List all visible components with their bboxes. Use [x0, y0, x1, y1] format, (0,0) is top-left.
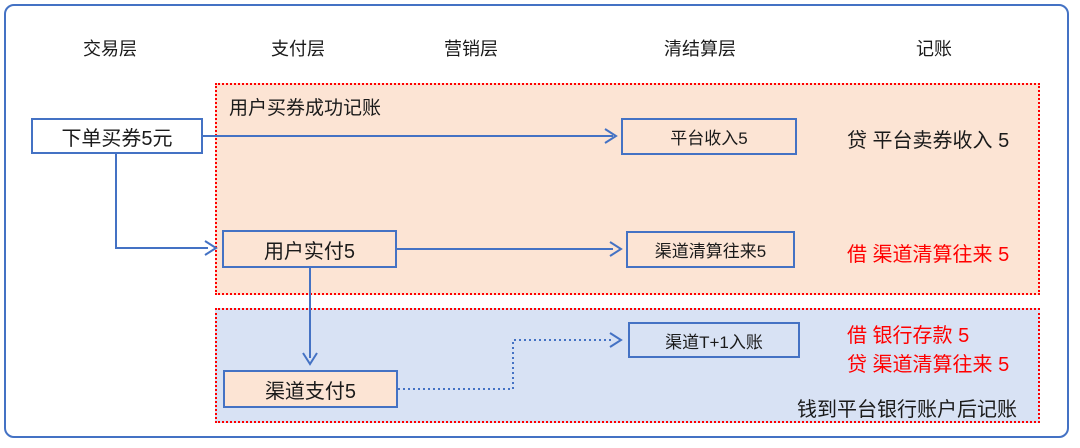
entry-debit-channel-clearing: 借 渠道清算往来 5: [847, 244, 1010, 266]
node-channel-pay: 渠道支付5: [223, 370, 398, 408]
node-platform-income-label: 平台收入5: [670, 129, 748, 148]
settlement-region-label: 钱到平台银行账户后记账: [797, 399, 1017, 421]
node-order: 下单买券5元: [31, 118, 203, 154]
entry-debit-bank-deposit: 借 银行存款 5: [847, 325, 970, 347]
entry-credit-platform-income: 贷 平台卖券收入 5: [847, 130, 1010, 152]
node-channel-clearing-label: 渠道清算往来5: [654, 242, 767, 261]
node-channel-pay-label: 渠道支付5: [264, 380, 357, 403]
node-channel-clearing: 渠道清算往来5: [626, 231, 795, 268]
lane-header-clearing-settlement: 清结算层: [664, 39, 736, 59]
entry-credit-channel-clearing: 贷 渠道清算往来 5: [847, 354, 1010, 376]
node-channel-t1-label: 渠道T+1入账: [665, 332, 763, 352]
node-platform-income: 平台收入5: [621, 118, 797, 155]
node-user-paid-label: 用户实付5: [263, 240, 356, 263]
purchase-region-label: 用户买券成功记账: [229, 98, 382, 119]
lane-header-payment: 支付层: [271, 39, 325, 59]
node-channel-t1: 渠道T+1入账: [628, 322, 800, 358]
outer-frame: [4, 4, 1069, 438]
lane-header-bookkeeping: 记账: [916, 39, 952, 59]
node-user-paid: 用户实付5: [222, 230, 397, 268]
node-order-label: 下单买券5元: [61, 127, 173, 150]
lane-header-transaction: 交易层: [83, 39, 137, 59]
lane-header-marketing: 营销层: [444, 39, 498, 59]
